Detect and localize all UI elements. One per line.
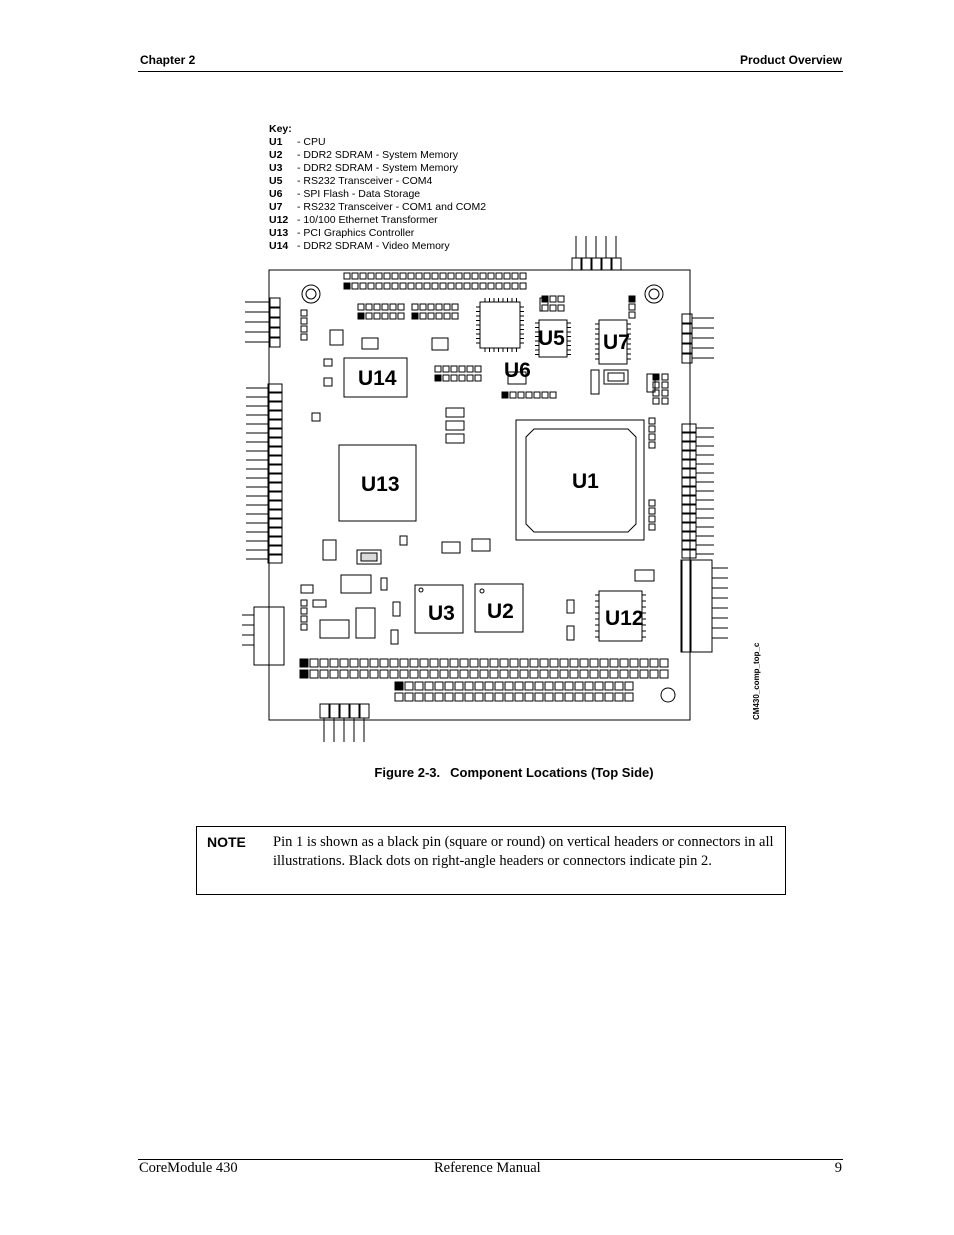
label-u14: U14 [358, 367, 397, 390]
key-code: U2 [269, 149, 283, 161]
key-code: U13 [269, 227, 289, 239]
key-desc: - DDR2 SDRAM - Video Memory [297, 240, 450, 252]
key-item: U7 - RS232 Transceiver - COM1 and COM2 [269, 201, 486, 214]
chip-u6 [507, 371, 527, 385]
key-item: U6 - SPI Flash - Data Storage [269, 188, 486, 201]
chip-u5 [538, 319, 568, 358]
chip-u12 [598, 590, 643, 642]
note-box: NOTE Pin 1 is shown as a black pin (squa… [196, 826, 786, 895]
key-code: U12 [269, 214, 289, 226]
key-item: U2 - DDR2 SDRAM - System Memory [269, 149, 486, 162]
mounting-hole [301, 284, 321, 304]
key-item: U14 - DDR2 SDRAM - Video Memory [269, 240, 486, 253]
mounting-hole [644, 284, 664, 304]
key-code: U6 [269, 188, 283, 200]
key-code: U14 [269, 240, 289, 252]
key-item: U12 - 10/100 Ethernet Transformer [269, 214, 486, 227]
note-label: NOTE [207, 834, 246, 850]
key-desc: - DDR2 SDRAM - System Memory [297, 162, 459, 174]
key-desc: - RS232 Transceiver - COM4 [297, 175, 433, 187]
key-desc: - PCI Graphics Controller [297, 227, 415, 239]
component-key: Key: U1 - CPU U2 - DDR2 SDRAM - System Mem… [269, 123, 486, 253]
key-code: U1 [269, 136, 283, 148]
figure-number: Figure 2-3. [374, 765, 441, 780]
drawing-id: CM430_comp_top_c [752, 642, 761, 720]
key-desc: - DDR2 SDRAM - System Memory [297, 149, 459, 161]
key-desc: - 10/100 Ethernet Transformer [297, 214, 438, 226]
chip-qfn [479, 301, 521, 349]
chip-u7 [598, 319, 628, 365]
chip-u3 [414, 584, 464, 634]
label-u12: U12 [605, 607, 644, 630]
label-u3: U3 [428, 602, 455, 625]
figure-caption: Figure 2-3. Component Locations (Top Side… [0, 765, 954, 780]
header-section: Product Overview [739, 53, 842, 67]
chip-u13 [338, 444, 417, 522]
figure-title: Component Locations (Top Side) [450, 765, 654, 780]
chip-u2 [474, 583, 524, 633]
header-chapter: Chapter 2 [140, 53, 196, 67]
key-code: U7 [269, 201, 283, 213]
footer-product: CoreModule 430 [139, 1160, 238, 1176]
footer-doc: Reference Manual [434, 1160, 541, 1176]
board-diagram: U14 U13 U1 U3 U2 U12 U5 U7 U6 CM430_comp… [242, 236, 761, 742]
chip-u1 [515, 419, 645, 541]
key-code: U3 [269, 162, 283, 174]
header-rule [138, 71, 843, 72]
key-title: Key: [269, 123, 292, 135]
key-item: U13 - PCI Graphics Controller [269, 227, 486, 240]
label-u6: U6 [504, 359, 531, 382]
key-desc: - RS232 Transceiver - COM1 and COM2 [297, 201, 487, 213]
label-u13: U13 [361, 473, 400, 496]
key-desc: - CPU [297, 136, 326, 148]
key-code: U5 [269, 175, 283, 187]
page-number: 9 [834, 1160, 842, 1176]
mounting-hole [660, 687, 676, 703]
label-u5: U5 [538, 327, 565, 350]
key-item: U1 - CPU [269, 136, 486, 149]
label-u7: U7 [603, 331, 630, 354]
label-u1: U1 [572, 470, 599, 493]
key-desc: - SPI Flash - Data Storage [297, 188, 421, 200]
note-text: Pin 1 is shown as a black pin (square or… [273, 834, 774, 869]
key-item: U5 - RS232 Transceiver - COM4 [269, 175, 486, 188]
label-u2: U2 [487, 600, 514, 623]
footer-rule [138, 1159, 843, 1160]
chip-u14 [343, 357, 408, 398]
key-item: U3 - DDR2 SDRAM - System Memory [269, 162, 486, 175]
